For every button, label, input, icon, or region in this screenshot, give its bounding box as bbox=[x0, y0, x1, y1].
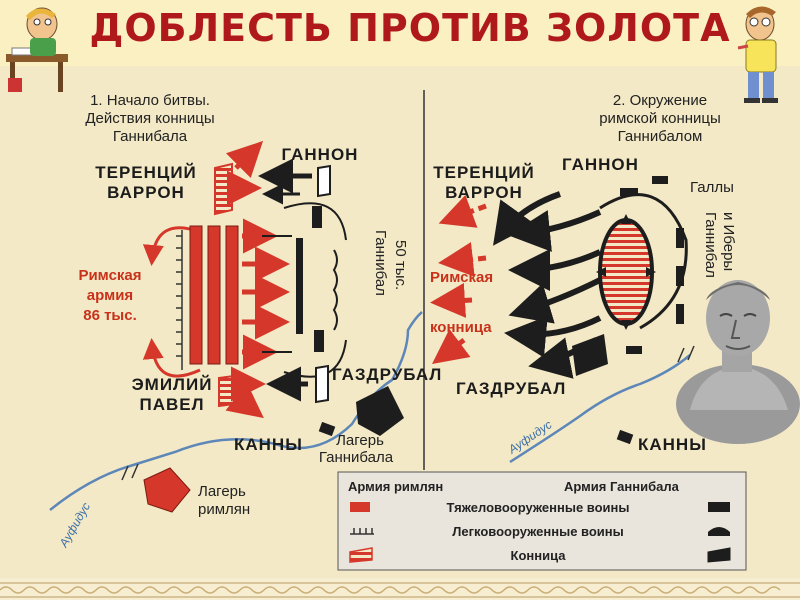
legend-carthage-light bbox=[708, 527, 730, 536]
left-cannae: КАННЫ bbox=[234, 435, 303, 454]
battle-map: 1. Начало битвы. Действия конницы Ганниб… bbox=[0, 90, 800, 600]
right-heading-1: 2. Окружение bbox=[613, 92, 707, 109]
left-heading-3: Ганнибала bbox=[113, 128, 188, 145]
legend-carthage-header: Армия Ганнибала bbox=[564, 479, 680, 494]
left-heading-1: 1. Начало битвы. bbox=[90, 92, 210, 109]
legend-row-heavy: Тяжеловооруженные воины bbox=[447, 500, 630, 515]
left-terentius-1: ТЕРЕНЦИЙ bbox=[95, 163, 197, 182]
river-right bbox=[509, 354, 691, 464]
left-hannibal-1: Ганнибал bbox=[372, 230, 389, 296]
gannon-cavalry bbox=[317, 164, 331, 198]
left-aemilius-1: ЭМИЛИЙ bbox=[132, 375, 213, 394]
roman-heavy-infantry bbox=[189, 225, 239, 365]
roman-light-infantry bbox=[176, 230, 183, 370]
roman-infantry-mass bbox=[596, 214, 656, 330]
right-roman-cavalry-2: конница bbox=[430, 319, 492, 336]
legend-roman-heavy bbox=[350, 502, 370, 512]
left-hannibal-camp-1: Лагерь bbox=[336, 432, 384, 449]
legend-roman-cavalry bbox=[349, 547, 373, 563]
slide-title: ДОБЛЕСТЬ ПРОТИВ ЗОЛОТА bbox=[89, 6, 731, 50]
left-roman-camp-1: Лагерь bbox=[198, 483, 246, 500]
hannibal-camp bbox=[356, 386, 404, 436]
legend: Армия римлян Армия Ганнибала Тяжеловоору… bbox=[337, 471, 747, 571]
left-hannibal-camp-2: Ганнибала bbox=[319, 449, 394, 466]
left-gannon: ГАННОН bbox=[282, 145, 359, 164]
decorative-border bbox=[0, 578, 800, 600]
hasdrubal-cavalry bbox=[315, 364, 329, 404]
left-roman-army-1: Римская bbox=[78, 267, 141, 284]
river-left bbox=[49, 311, 423, 511]
legend-roman-light bbox=[350, 528, 374, 535]
cartoon-student-icon bbox=[6, 7, 68, 92]
legend-carthage-cavalry bbox=[707, 547, 731, 563]
left-terentius-2: ВАРРОН bbox=[107, 183, 185, 202]
right-heading-3: Ганнибалом bbox=[618, 128, 703, 145]
legend-row-light: Легковооруженные воины bbox=[452, 524, 624, 539]
right-heading-2: римской конницы bbox=[599, 110, 721, 127]
right-hasdrubal: ГАЗДРУБАЛ bbox=[456, 379, 566, 398]
legend-roman-header: Армия римлян bbox=[348, 479, 443, 494]
roman-camp bbox=[143, 467, 191, 513]
left-cannae-marker bbox=[318, 421, 336, 437]
legend-carthage-heavy bbox=[708, 502, 730, 512]
right-terentius-1: ТЕРЕНЦИЙ bbox=[433, 163, 535, 182]
left-aemilius-2: ПАВЕЛ bbox=[139, 395, 204, 414]
hannibal-bust-icon bbox=[676, 280, 800, 444]
cartoon-teacher-icon bbox=[737, 6, 778, 103]
roman-cavalry-aemilius bbox=[218, 374, 235, 408]
legend-row-cavalry: Конница bbox=[511, 548, 567, 563]
right-gannon: ГАННОН bbox=[562, 155, 639, 174]
left-hannibal-2: 50 тыс. bbox=[392, 240, 409, 290]
right-hannibal-iberians-2: и Иберы bbox=[720, 212, 737, 271]
right-panel: 2. Окружение римской конницы Ганнибалом … bbox=[430, 92, 737, 457]
left-roman-camp-2: римлян bbox=[198, 501, 250, 518]
left-hasdrubal: ГАЗДРУБАЛ bbox=[332, 365, 442, 384]
left-heading-2: Действия конницы bbox=[85, 110, 214, 127]
right-gauls: Галлы bbox=[690, 179, 734, 196]
title-bar: ДОБЛЕСТЬ ПРОТИВ ЗОЛОТА bbox=[0, 0, 800, 103]
right-roman-cavalry-1: Римская bbox=[430, 269, 493, 286]
left-roman-army-3: 86 тыс. bbox=[83, 307, 137, 324]
left-river-label: Ауфидус bbox=[56, 500, 93, 550]
right-hannibal-iberians-1: Ганнибал bbox=[702, 212, 719, 278]
roman-cavalry-terentius bbox=[214, 162, 233, 216]
right-terentius-2: ВАРРОН bbox=[445, 183, 523, 202]
left-roman-army-2: армия bbox=[87, 287, 133, 304]
right-cannae: КАННЫ bbox=[638, 435, 707, 454]
right-cannae-marker bbox=[616, 429, 634, 445]
